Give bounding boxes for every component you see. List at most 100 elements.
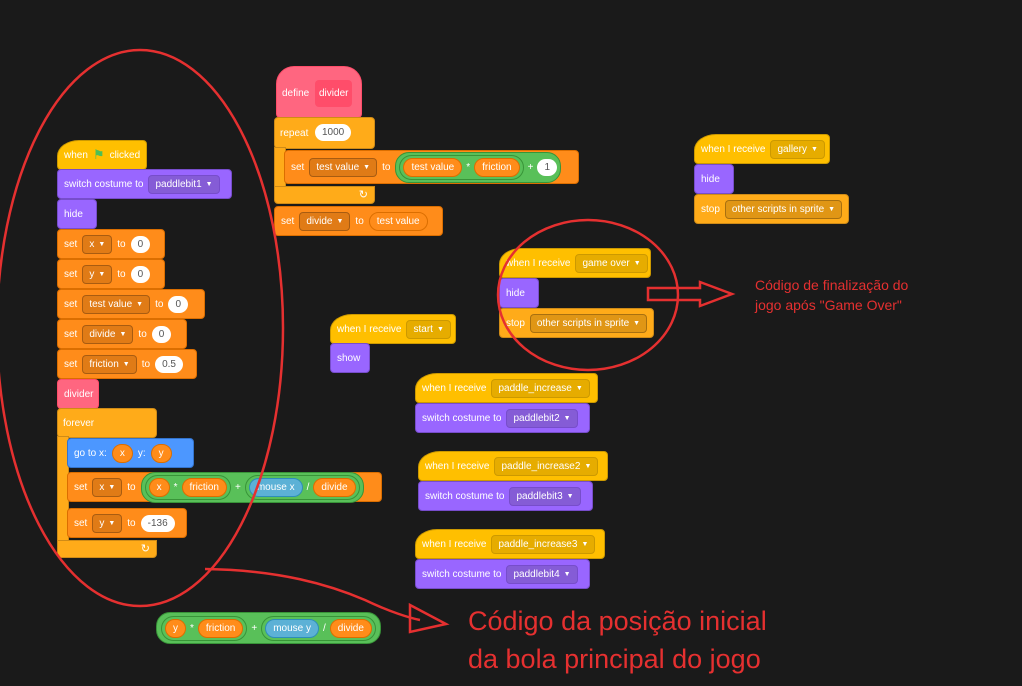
set-friction-block[interactable]: set friction▼ to 0.5 bbox=[57, 349, 197, 379]
multiply-operator[interactable]: x * friction bbox=[144, 474, 231, 500]
switch-costume-block[interactable]: switch costume to paddlebit4▼ bbox=[415, 559, 590, 589]
divide-operator[interactable]: mouse x / divide bbox=[244, 474, 360, 500]
y-reporter[interactable]: y bbox=[150, 443, 172, 463]
variable-dropdown[interactable]: friction▼ bbox=[82, 354, 137, 374]
multiply-operator[interactable]: y * friction bbox=[161, 615, 248, 641]
value-input[interactable]: 0 bbox=[168, 295, 188, 313]
set-divide-block[interactable]: set divide▼ to test value bbox=[274, 206, 443, 236]
message-dropdown[interactable]: paddle_increase3▼ bbox=[491, 534, 596, 554]
forever-block[interactable]: forever bbox=[57, 408, 157, 438]
repeat-count-input[interactable]: 1000 bbox=[315, 124, 352, 141]
variable-dropdown[interactable]: test value▼ bbox=[82, 294, 151, 314]
message-dropdown[interactable]: paddle_increase▼ bbox=[491, 378, 590, 398]
message-dropdown[interactable]: game over▼ bbox=[575, 253, 648, 273]
hide-block[interactable]: hide bbox=[499, 278, 539, 308]
when-i-receive-block[interactable]: when I receive game over▼ bbox=[499, 248, 651, 278]
hide-block[interactable]: hide bbox=[57, 199, 97, 229]
x-reporter[interactable]: x bbox=[111, 443, 133, 463]
set-x-formula-block[interactable]: set x▼ to x * friction + mouse x / divid… bbox=[67, 471, 382, 503]
costume-dropdown[interactable]: paddlebit1▼ bbox=[148, 174, 220, 194]
multiply-operator[interactable]: test value * friction bbox=[399, 154, 524, 180]
x-reporter[interactable]: x bbox=[148, 477, 170, 497]
message-dropdown[interactable]: gallery▼ bbox=[770, 139, 825, 159]
set-label: set bbox=[64, 268, 78, 280]
variable-value: test value bbox=[316, 161, 360, 173]
costume-dropdown[interactable]: paddlebit3▼ bbox=[509, 486, 581, 506]
set-divide-block[interactable]: set divide▼ to 0 bbox=[57, 319, 187, 349]
go-to-xy-block[interactable]: go to x: x y: y bbox=[67, 438, 194, 468]
switch-costume-block[interactable]: switch costume to paddlebit3▼ bbox=[418, 481, 593, 511]
stop-label: stop bbox=[506, 317, 525, 329]
when-flag-clicked-block[interactable]: when ⚑ clicked bbox=[57, 140, 147, 170]
variable-dropdown[interactable]: test value▼ bbox=[309, 157, 378, 177]
set-y-block[interactable]: set y▼ to 0 bbox=[57, 259, 165, 289]
mouse-y-reporter[interactable]: mouse y bbox=[265, 618, 319, 638]
add-operator[interactable]: test value * friction + 1 bbox=[395, 151, 562, 183]
costume-dropdown[interactable]: paddlebit4▼ bbox=[506, 564, 578, 584]
loose-add-operator[interactable]: y * friction + mouse y / divide bbox=[156, 612, 381, 644]
show-block[interactable]: show bbox=[330, 343, 370, 373]
add-operator[interactable]: x * friction + mouse x / divide bbox=[140, 471, 364, 503]
when-i-receive-block[interactable]: when I receive start▼ bbox=[330, 314, 456, 344]
variable-dropdown[interactable]: divide▼ bbox=[82, 324, 134, 344]
when-i-receive-block[interactable]: when I receive paddle_increase2▼ bbox=[418, 451, 608, 481]
hide-block[interactable]: hide bbox=[694, 164, 734, 194]
divide-reporter[interactable]: divide bbox=[313, 477, 356, 497]
when-i-receive-block[interactable]: when I receive gallery▼ bbox=[694, 134, 830, 164]
value-input[interactable]: 1 bbox=[537, 158, 558, 176]
set-label: set bbox=[281, 215, 295, 227]
repeat-block[interactable]: repeat 1000 bbox=[274, 117, 375, 149]
friction-reporter[interactable]: friction bbox=[181, 477, 227, 497]
friction-reporter[interactable]: friction bbox=[474, 157, 520, 177]
value-input[interactable]: 0.5 bbox=[155, 355, 183, 373]
mouse-x-reporter[interactable]: mouse x bbox=[248, 477, 303, 497]
divider-call-block[interactable]: divider bbox=[57, 379, 99, 409]
y-reporter[interactable]: y bbox=[165, 618, 186, 638]
right-arrow-icon bbox=[646, 280, 736, 308]
costume-value: paddlebit4 bbox=[513, 568, 560, 580]
loop-arrow-icon: ↻ bbox=[140, 543, 150, 555]
test-value-reporter[interactable]: test value bbox=[368, 211, 428, 231]
switch-costume-label: switch costume to bbox=[64, 178, 144, 190]
message-dropdown[interactable]: paddle_increase2▼ bbox=[494, 456, 599, 476]
when-i-receive-block[interactable]: when I receive paddle_increase3▼ bbox=[415, 529, 605, 559]
multiply-sign: * bbox=[190, 622, 194, 634]
switch-costume-block[interactable]: switch costume to paddlebit1▼ bbox=[57, 169, 232, 199]
switch-costume-block[interactable]: switch costume to paddlebit2▼ bbox=[415, 403, 590, 433]
variable-value: divide bbox=[306, 215, 333, 227]
main-note-line2: da bola principal do jogo bbox=[468, 644, 761, 674]
stop-block[interactable]: stop other scripts in sprite▼ bbox=[499, 308, 654, 338]
message-dropdown[interactable]: start▼ bbox=[406, 319, 451, 339]
stop-block[interactable]: stop other scripts in sprite▼ bbox=[694, 194, 849, 224]
stop-option-dropdown[interactable]: other scripts in sprite▼ bbox=[529, 313, 648, 333]
variable-dropdown[interactable]: y▼ bbox=[82, 264, 113, 284]
set-test-value-formula-block[interactable]: set test value▼ to test value * friction… bbox=[284, 150, 579, 184]
variable-dropdown[interactable]: divide▼ bbox=[299, 211, 351, 231]
chevron-down-icon: ▼ bbox=[810, 145, 818, 153]
to-label: to bbox=[155, 298, 164, 310]
value-input[interactable]: 0 bbox=[130, 235, 151, 253]
costume-dropdown[interactable]: paddlebit2▼ bbox=[506, 408, 578, 428]
hide-label: hide bbox=[506, 287, 525, 299]
value-input[interactable]: -136 bbox=[140, 514, 175, 532]
chevron-down-icon: ▼ bbox=[108, 483, 116, 491]
define-block[interactable]: define divider bbox=[276, 66, 362, 118]
variable-dropdown[interactable]: y▼ bbox=[92, 513, 123, 533]
when-i-receive-block[interactable]: when I receive paddle_increase▼ bbox=[415, 373, 598, 403]
plus-sign: + bbox=[527, 161, 534, 173]
set-y-value-block[interactable]: set y▼ to -136 bbox=[67, 508, 187, 538]
set-x-block[interactable]: set x▼ to 0 bbox=[57, 229, 165, 259]
stop-option-dropdown[interactable]: other scripts in sprite▼ bbox=[724, 199, 843, 219]
variable-dropdown[interactable]: x▼ bbox=[92, 477, 123, 497]
value-input[interactable]: 0 bbox=[130, 265, 151, 283]
divide-operator[interactable]: mouse y / divide bbox=[261, 615, 376, 641]
friction-reporter[interactable]: friction bbox=[197, 618, 244, 638]
set-test-value-block[interactable]: set test value▼ to 0 bbox=[57, 289, 205, 319]
variable-dropdown[interactable]: x▼ bbox=[82, 234, 113, 254]
chevron-down-icon: ▼ bbox=[98, 270, 106, 278]
divide-reporter[interactable]: divide bbox=[329, 618, 372, 638]
stop-option-value: other scripts in sprite bbox=[536, 317, 630, 329]
value-input[interactable]: 0 bbox=[151, 325, 172, 343]
go-to-label: go to x: bbox=[74, 447, 107, 459]
test-value-reporter[interactable]: test value bbox=[403, 157, 463, 177]
